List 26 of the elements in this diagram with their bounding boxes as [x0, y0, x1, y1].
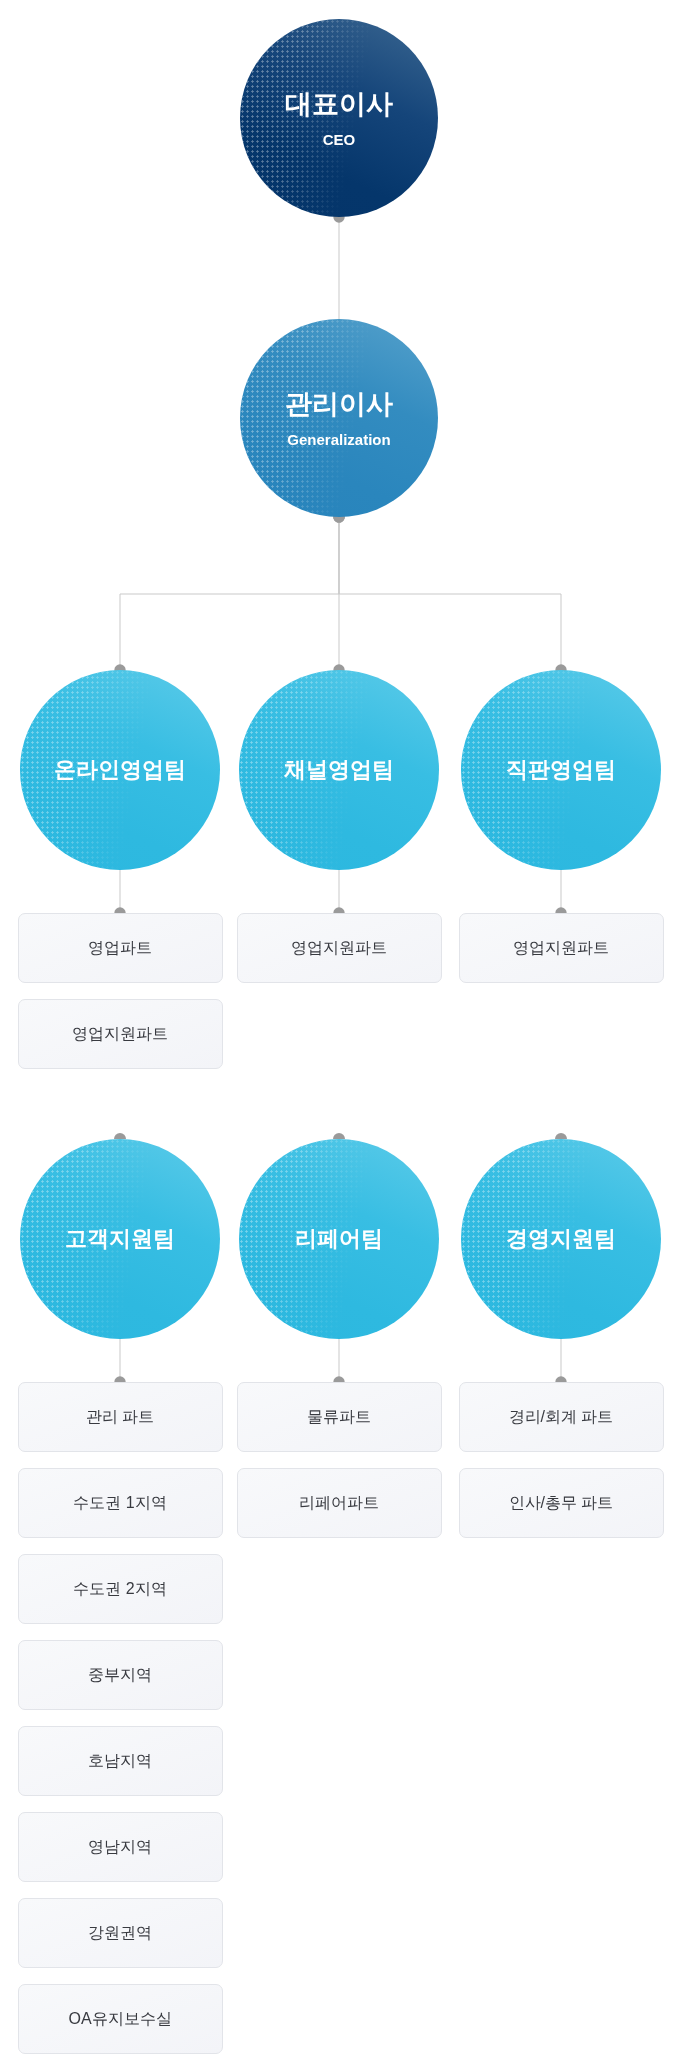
part-box: 영업지원파트	[17, 999, 223, 1069]
team-name: 경영지원팀	[506, 1225, 616, 1253]
part-box: 중부지역	[17, 1640, 223, 1710]
part-box: 영업지원파트	[458, 913, 664, 983]
part-box: 물류파트	[236, 1382, 442, 1452]
part-box: 강원권역	[17, 1898, 223, 1968]
part-box: OA유지보수실	[17, 1984, 223, 2054]
role-title: 관리이사	[285, 387, 393, 420]
part-box: 인사/총무 파트	[458, 1468, 664, 1538]
part-box: 수도권 2지역	[17, 1554, 223, 1624]
team-name: 채널영업팀	[284, 756, 394, 784]
part-box: 영업지원파트	[236, 913, 442, 983]
part-box: 영업파트	[17, 913, 223, 983]
part-box: 영남지역	[17, 1812, 223, 1882]
team-name: 리페어팀	[295, 1225, 383, 1253]
role-title: 대표이사	[285, 87, 393, 120]
part-box: 수도권 1지역	[17, 1468, 223, 1538]
part-box: 경리/회계 파트	[458, 1382, 664, 1452]
team-name: 직판영업팀	[506, 756, 616, 784]
team-name: 온라인영업팀	[54, 756, 186, 784]
role-subtitle: CEO	[322, 130, 356, 149]
part-box: 관리 파트	[17, 1382, 223, 1452]
role-subtitle: Generalization	[287, 430, 391, 449]
part-box: 리페어파트	[236, 1468, 442, 1538]
team-name: 고객지원팀	[65, 1225, 175, 1253]
part-box: 호남지역	[17, 1726, 223, 1796]
